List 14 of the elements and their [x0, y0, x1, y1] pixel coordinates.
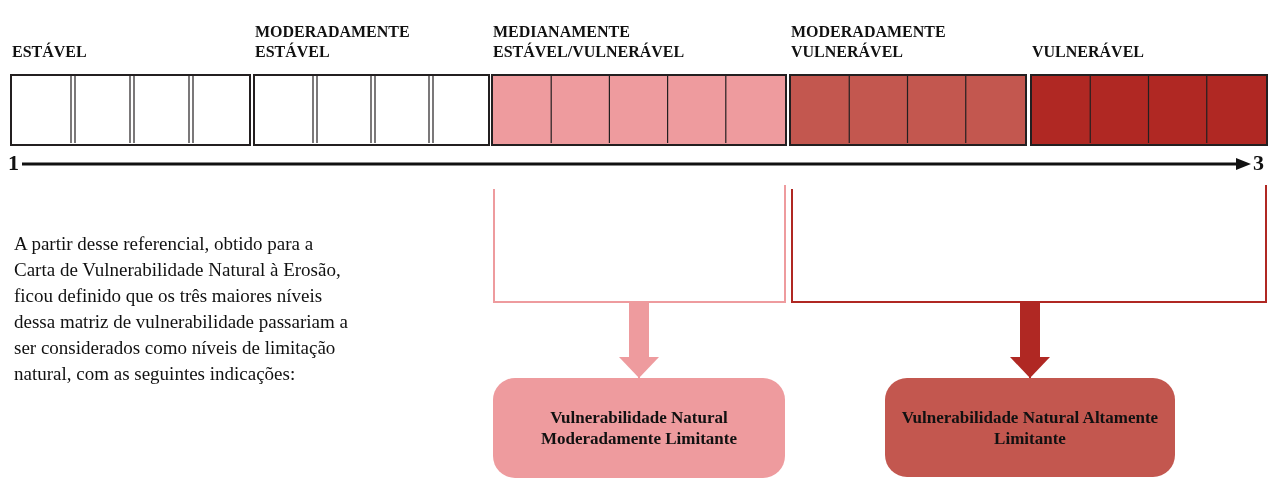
level-heading: MODERADAMENTE VULNERÁVEL	[791, 22, 947, 62]
level-heading: MEDIANAMENTE ESTÁVEL/VULNERÁVEL	[493, 22, 686, 62]
level-heading: MODERADAMENTE ESTÁVEL	[255, 22, 411, 62]
result-box	[493, 378, 785, 478]
bracket-arrow	[493, 184, 786, 379]
bracket-arrow	[791, 184, 1267, 379]
result-text: Vulnerabilidade Natural Altamente Limitante	[900, 406, 1160, 449]
result-text: Vulnerabilidade Natural Moderadamente Limitante	[540, 407, 738, 449]
result-box	[885, 378, 1175, 477]
scale-min: 1	[8, 152, 20, 174]
level-heading: VULNERÁVEL	[1032, 42, 1145, 62]
scale-max: 3	[1253, 152, 1265, 174]
level-heading: ESTÁVEL	[12, 42, 88, 62]
description-paragraph: A partir desse referencial, obtido para a Carta de Vulnerabilidade Natural à Erosão, ficou definido que os três maiores níveis dessa matriz de vulnerabilidade passariam a ser considerados como níveis de limitação natural, com as seguintes indicações:	[14, 232, 349, 386]
